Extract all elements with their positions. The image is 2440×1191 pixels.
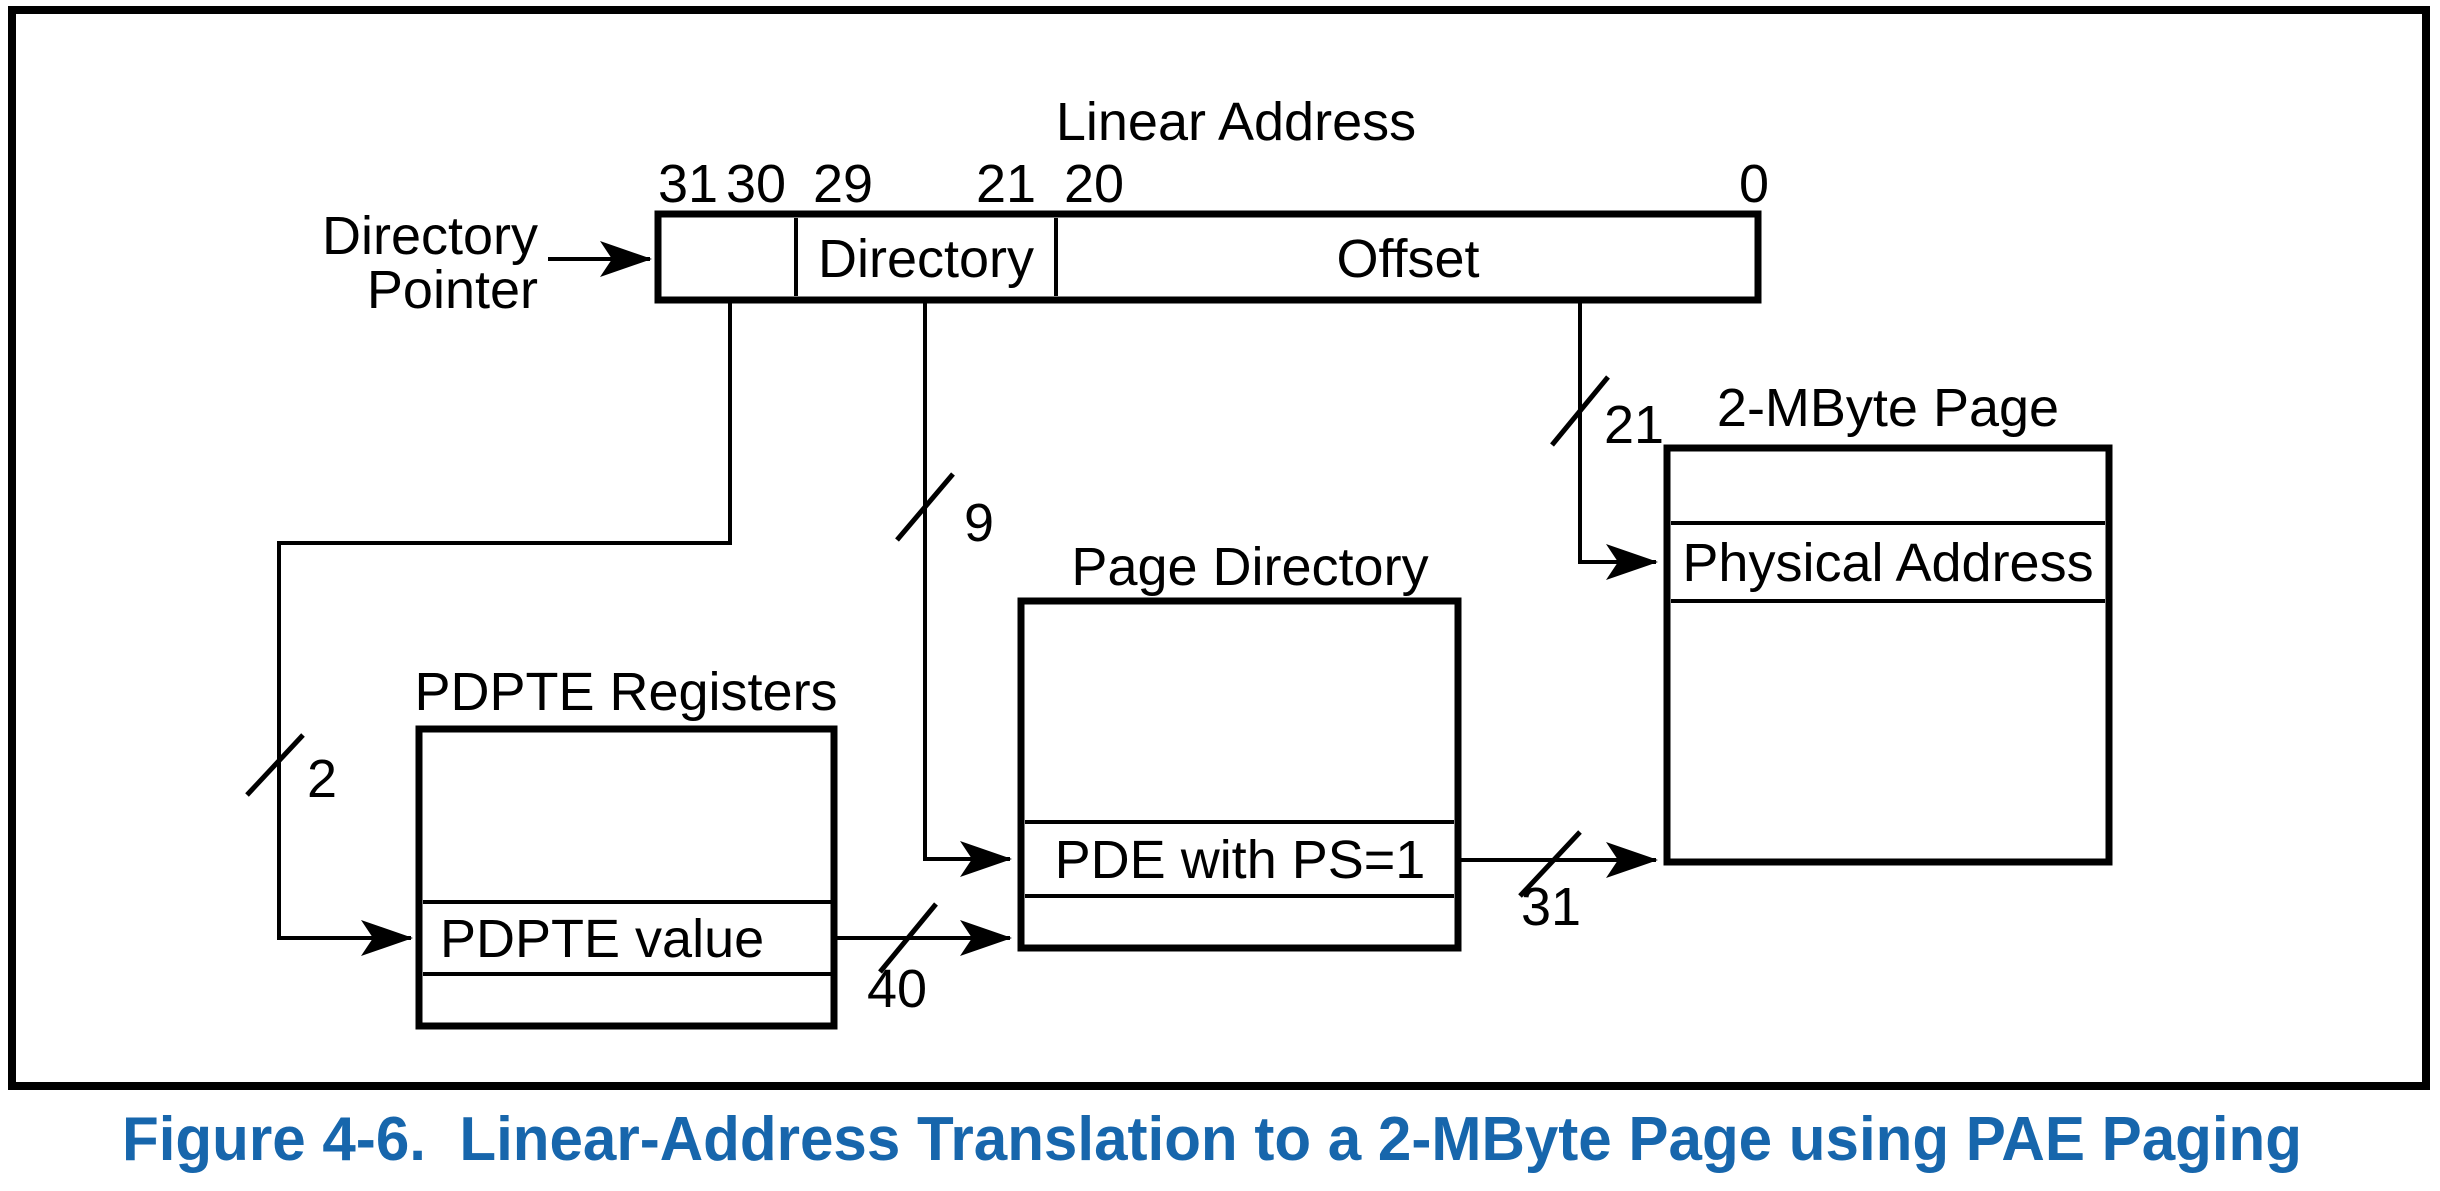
field-directory: Directory	[818, 229, 1034, 289]
bus-width-9: 9	[964, 493, 994, 553]
directory-pointer-label-line2: Pointer	[367, 260, 538, 320]
figure-border	[8, 6, 2430, 1090]
wire-dp-to-pdpte	[277, 300, 732, 956]
linear-address-title: Linear Address	[1056, 92, 1416, 152]
figure-caption: Figure 4-6. Linear-Address Translation t…	[122, 1105, 2302, 1174]
bus-slash-21	[1550, 375, 1610, 447]
field-offset: Offset	[1336, 229, 1479, 289]
bus-slash-9	[895, 472, 955, 542]
bus-slash-40	[878, 902, 938, 974]
bit-label-21: 21	[976, 154, 1036, 214]
bit-label-29: 29	[813, 154, 873, 214]
bus-width-21: 21	[1604, 395, 1664, 455]
bus-slash-2	[245, 733, 305, 797]
pdpte-registers-box	[415, 725, 838, 1030]
bit-label-20: 20	[1064, 154, 1124, 214]
bus-width-40: 40	[867, 959, 927, 1019]
page-directory-box	[1017, 597, 1462, 952]
pdpte-value-entry: PDPTE value	[440, 909, 764, 969]
bus-slash-31	[1518, 830, 1582, 898]
bus-width-31: 31	[1521, 877, 1581, 937]
page-directory-title: Page Directory	[1071, 537, 1428, 597]
two-mbyte-page-title: 2-MByte Page	[1717, 378, 2059, 438]
physical-address-entry: Physical Address	[1682, 533, 2093, 593]
bus-width-2: 2	[307, 749, 337, 809]
wire-directory-to-pde	[923, 300, 1012, 877]
bit-label-0: 0	[1739, 154, 1769, 214]
bit-label-30: 30	[726, 154, 786, 214]
bit-label-31: 31	[658, 154, 718, 214]
pdpte-registers-title: PDPTE Registers	[414, 662, 837, 722]
linear-address-box	[654, 210, 1762, 304]
directory-pointer-label-line1: Directory	[322, 206, 538, 266]
pde-entry: PDE with PS=1	[1055, 830, 1426, 890]
wire-offset-to-page	[1578, 300, 1658, 580]
two-mbyte-page-box	[1663, 444, 2113, 866]
